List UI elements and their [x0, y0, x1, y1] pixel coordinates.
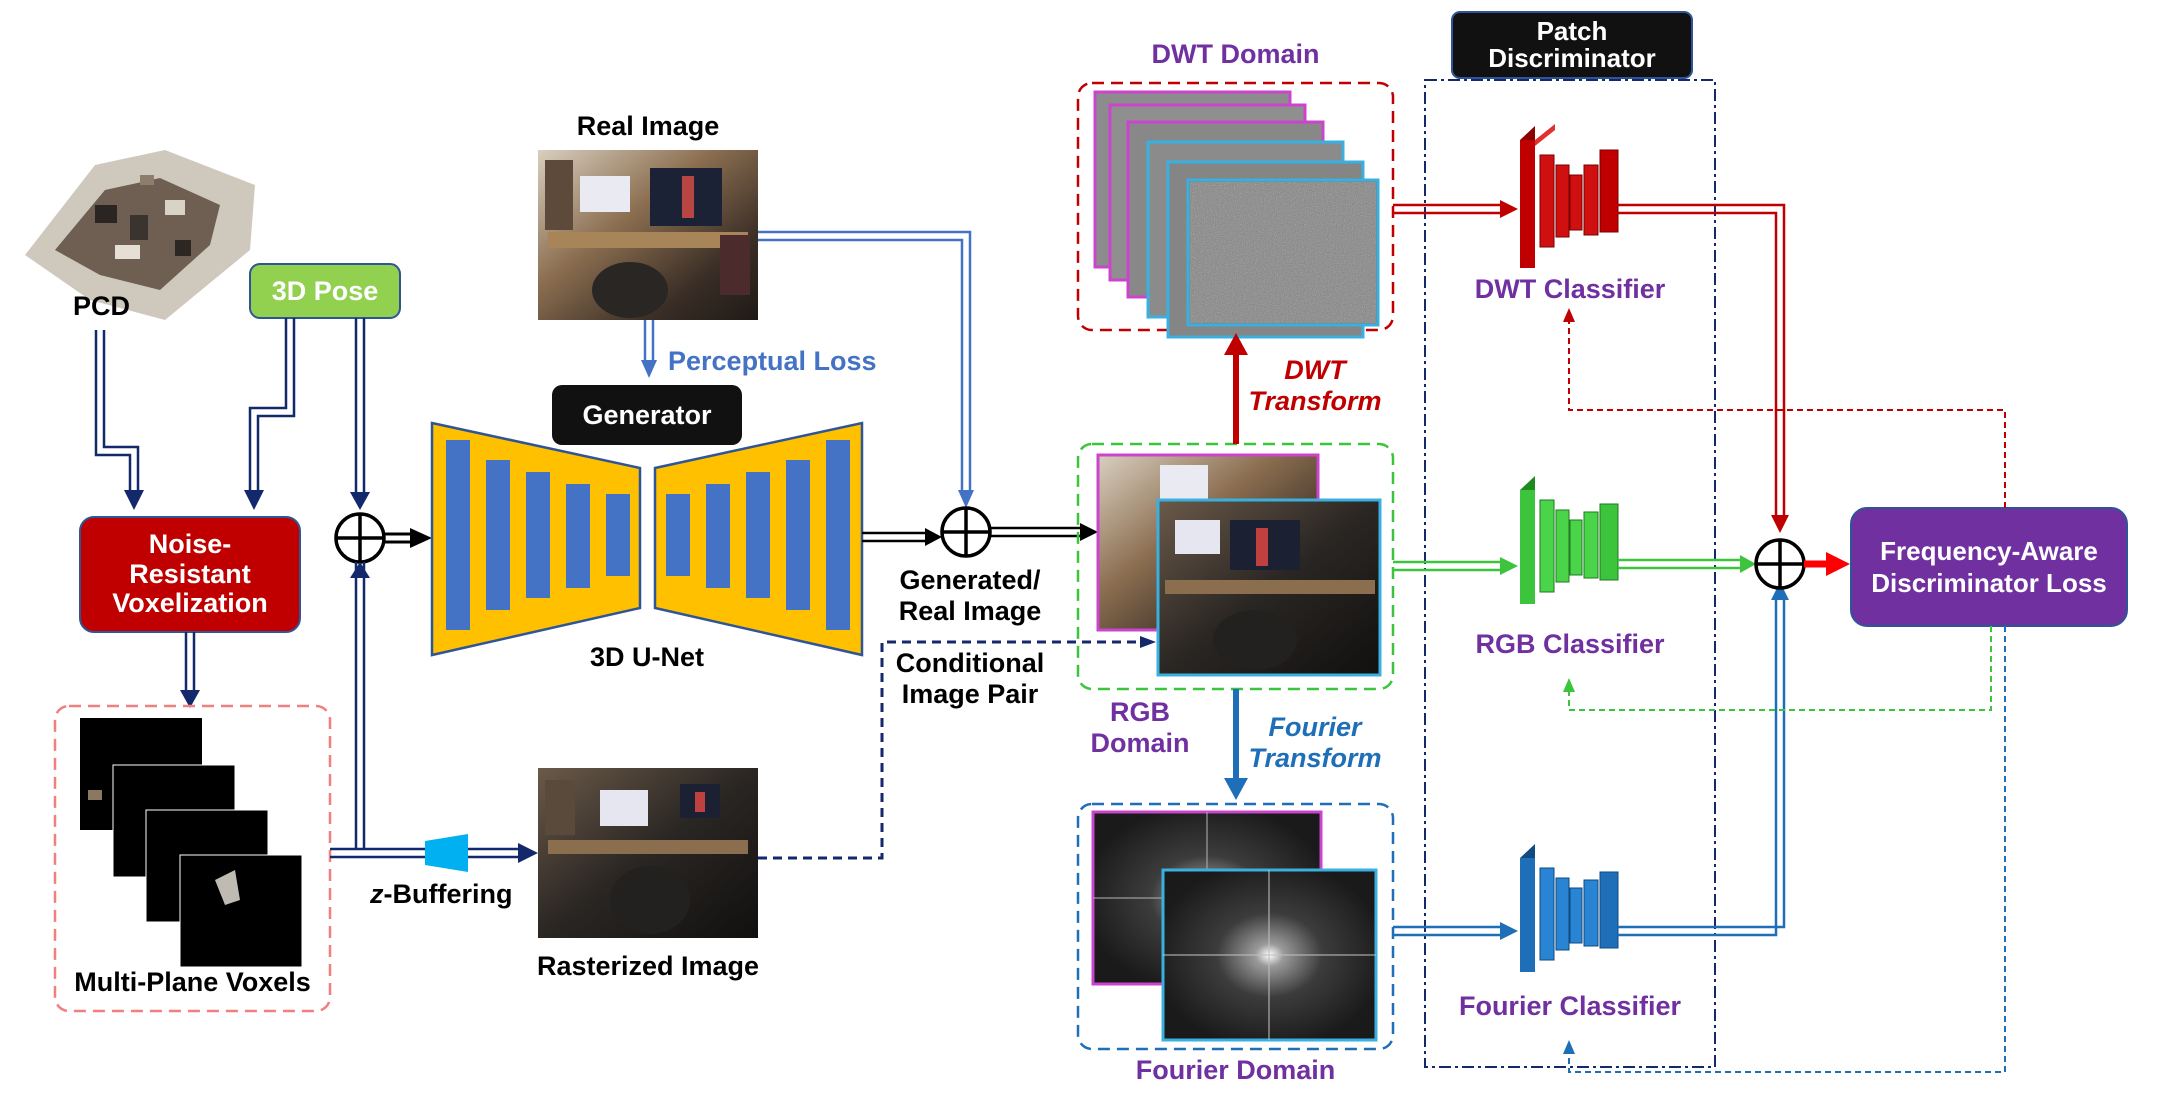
plus-to-unet-arrow — [384, 528, 432, 548]
voxels-to-raster-arrow — [330, 562, 538, 863]
zbuffer-label: z-Buffering — [370, 879, 513, 910]
rgb-image-pair — [1096, 453, 1382, 677]
fourier-transform-arrow — [1224, 689, 1248, 800]
real-image — [538, 150, 758, 320]
merge-to-rgb-arrow — [990, 523, 1098, 541]
rgb-domain-label-line2: Domain — [1090, 728, 1190, 759]
voxelization-label-line1: Noise- — [148, 528, 232, 559]
dwt-classifier-to-sum-arrow — [1618, 203, 1789, 533]
zbuffer-label-rest: -Buffering — [383, 879, 513, 909]
rgb-classifier-network-icon — [1520, 476, 1619, 604]
loss-feedback-to-fourier — [1563, 626, 2006, 1073]
unet-encoder — [430, 421, 642, 657]
pose-to-plus-arrow — [350, 318, 370, 510]
unet-decoder — [653, 421, 864, 657]
fourier-domain-container — [1076, 802, 1395, 1051]
fourier-transform-label-line2: Transform — [1248, 743, 1382, 774]
merge-plus-1 — [334, 512, 386, 564]
loss-label-line1: Frequency-Aware — [1880, 535, 2098, 566]
rgb-domain-label: RGB Domain — [1080, 697, 1200, 759]
voxelization-label: Noise- Resistant Voxelization — [80, 517, 300, 632]
rgb-domain-label-line1: RGB — [1110, 697, 1170, 727]
conditional-pair-label: Conditional Image Pair — [880, 648, 1060, 710]
generator-badge — [552, 385, 742, 445]
dwt-transform-label-line2: Transform — [1248, 386, 1382, 417]
loss-feedback-to-dwt — [1563, 308, 2006, 508]
perceptual-loss-label: Perceptual Loss — [668, 346, 877, 376]
discriminator-container — [1424, 79, 1716, 1068]
voxelization-box — [79, 516, 301, 633]
loss-label-line2: Discriminator Loss — [1871, 568, 2107, 598]
loss-label: Frequency-Aware Discriminator Loss — [1851, 508, 2127, 626]
pose-label: 3D Pose — [271, 275, 379, 306]
generated-real-label: Generated/ Real Image — [880, 565, 1060, 627]
fourier-spectra — [1091, 810, 1378, 1042]
raster-to-rgb-dashed-arrow — [758, 636, 1156, 860]
dwt-transform-label-line1: DWT — [1284, 355, 1346, 385]
voxelization-to-voxels-arrow — [180, 632, 200, 708]
unet-to-merge-arrow — [862, 528, 942, 546]
generated-real-label-line1: Generated/ — [899, 565, 1041, 595]
unet-label: 3D U-Net — [589, 642, 704, 672]
dwt-subbands — [1093, 90, 1380, 339]
voxelization-label-line2: Resistant — [129, 558, 251, 589]
voxelization-label-line3: Voxelization — [112, 588, 268, 619]
fourier-transform-label-line1: Fourier — [1268, 712, 1362, 742]
discriminator-badge-line1: Patch — [1536, 15, 1608, 46]
pcd-label: PCD — [73, 291, 131, 321]
zbuffer-label-italic: z — [370, 879, 384, 909]
pcd-point-cloud-image — [25, 150, 255, 320]
rasterized-image — [538, 768, 758, 938]
pose-box — [249, 263, 401, 319]
dwt-classifier-network-icon — [1520, 124, 1619, 268]
voxels-container — [53, 704, 332, 1013]
generator-badge-label: Generator — [582, 399, 712, 430]
loss-box — [1850, 507, 2128, 627]
rgb-classifier-label: RGB Classifier — [1475, 629, 1665, 659]
fourier-classifier-network-icon — [1520, 844, 1619, 972]
dwt-to-classifier-arrow — [1393, 200, 1518, 218]
discriminator-badge-line2: Discriminator — [1488, 43, 1656, 73]
pose-to-voxelization-arrow — [244, 318, 296, 510]
discriminator-badge — [1451, 11, 1693, 79]
discriminator-badge-label: Patch Discriminator — [1452, 12, 1692, 78]
zbuffer-camera-icon — [425, 834, 468, 872]
sum-plus-3 — [1754, 538, 1806, 590]
voxels-label: Multi-Plane Voxels — [74, 967, 311, 997]
voxel-planes — [80, 718, 303, 968]
conditional-pair-label-line2: Image Pair — [901, 679, 1039, 710]
fourier-transform-label: Fourier Transform — [1240, 712, 1390, 774]
real-to-merge-arrow — [758, 230, 974, 508]
real-to-perceptual-arrow — [641, 320, 657, 378]
generated-real-label-line2: Real Image — [898, 596, 1042, 627]
conditional-pair-label-line1: Conditional — [895, 648, 1045, 678]
dwt-domain-label: DWT Domain — [1151, 39, 1320, 69]
fourier-to-classifier-arrow — [1393, 922, 1518, 940]
real-image-label: Real Image — [576, 111, 720, 141]
rgb-classifier-to-sum-arrow — [1618, 555, 1756, 573]
dwt-transform-label: DWT Transform — [1240, 355, 1390, 417]
rgb-to-classifier-arrow — [1393, 557, 1518, 575]
dwt-transform-arrow — [1224, 333, 1248, 444]
sum-to-loss-arrow — [1804, 552, 1850, 576]
rasterized-label: Rasterized Image — [536, 951, 760, 981]
fourier-classifier-label: Fourier Classifier — [1458, 991, 1682, 1021]
fourier-domain-label: Fourier Domain — [1135, 1055, 1336, 1085]
pcd-to-voxelization-arrow — [94, 330, 144, 510]
loss-feedback-to-rgb — [1563, 626, 1992, 711]
dwt-classifier-label: DWT Classifier — [1474, 274, 1666, 304]
merge-plus-2 — [940, 506, 992, 558]
